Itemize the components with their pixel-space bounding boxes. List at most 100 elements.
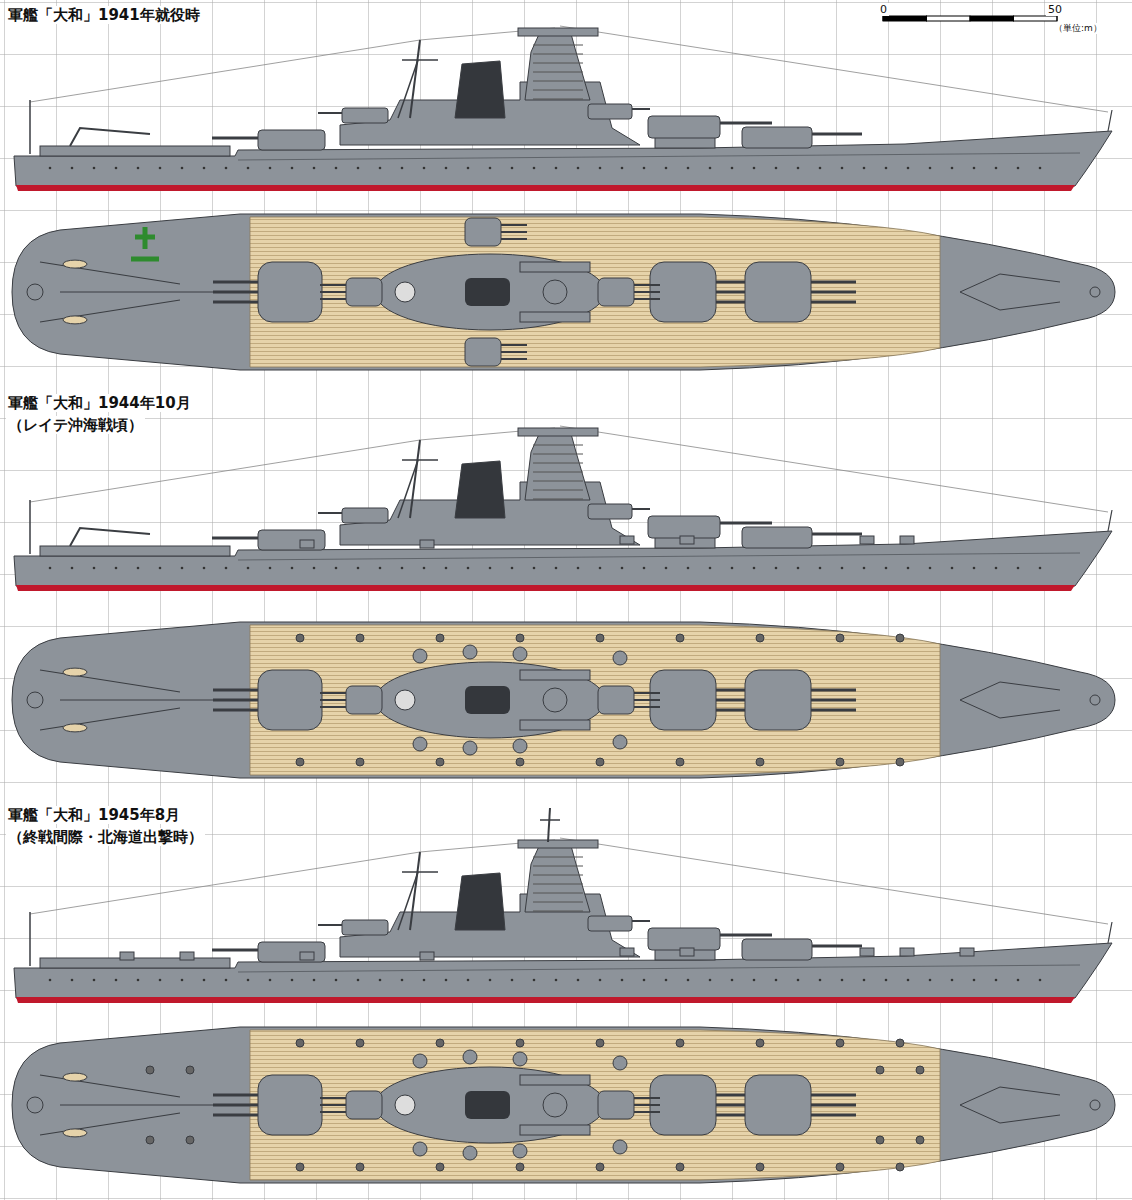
stern-deck [40,958,230,968]
mast-yard [402,871,438,873]
gun-barrel [213,689,258,692]
aa-gun [836,1163,844,1171]
porthole [863,567,866,570]
aa-mount-plan [513,647,527,661]
porthole [291,167,294,170]
porthole [93,167,96,170]
porthole [1039,979,1042,982]
gun-barrel [501,351,527,353]
aerial-wire [560,838,1108,924]
porthole [203,567,206,570]
waterline-stripe [16,585,1075,591]
secondary-turret [342,108,388,123]
porthole [335,567,338,570]
crane [70,128,150,146]
jackstaff [1108,110,1112,131]
aa-mount [300,540,314,548]
gun-barrel [501,224,527,226]
porthole [225,567,228,570]
porthole [489,167,492,170]
side-view [14,26,1112,191]
catapult-rail [40,1113,180,1135]
main-turret [742,127,812,148]
porthole [709,167,712,170]
gun-barrel [812,945,862,948]
secondary-turret-plan [465,338,501,366]
porthole [181,167,184,170]
tower-deck [533,90,583,91]
secondary-turret-plan [346,1091,382,1119]
aa-gun [186,1136,194,1144]
aa-mount [120,952,134,960]
porthole [291,567,294,570]
aa-gun [676,1039,684,1047]
jackstaff [1108,922,1112,943]
flagstaff [29,500,31,554]
porthole [819,567,822,570]
porthole [181,979,184,982]
porthole [269,167,272,170]
bridge-tower [525,430,590,500]
gun-barrel [213,291,258,294]
porthole [115,979,118,982]
tower-deck [533,490,583,491]
funnel-top [465,278,510,306]
porthole [357,567,360,570]
tower-deck [533,81,583,82]
porthole [49,979,52,982]
aa-mount [900,536,914,544]
gun-barrel [811,291,856,294]
aa-mount [180,952,194,960]
gun-barrel [213,281,258,284]
porthole [797,167,800,170]
rangefinder-arm [520,720,590,730]
view-subtitle: （終戦間際・北海道出撃時） [6,828,205,846]
gun-barrel [811,1104,856,1107]
aa-mount [420,540,434,548]
superstructure-plan [375,254,605,330]
superstructure-plan [375,1067,605,1143]
tower-deck [533,481,583,482]
aa-gun [676,634,684,642]
gun-barrel [320,298,346,300]
funnel-top [465,686,510,714]
porthole [533,979,536,982]
porthole [137,979,140,982]
view-title: 軍艦「大和」1944年10月 [6,394,193,412]
main-turret-plan [258,1075,322,1135]
porthole [863,979,866,982]
bow-fitting [1090,1100,1100,1110]
aa-gun [756,758,764,766]
aa-gun [436,758,444,766]
gun-barrel [634,284,660,286]
gun-barrel [811,1114,856,1117]
rangefinder-arm [520,670,590,680]
mast-top [395,1095,415,1115]
aa-gun [596,1163,604,1171]
scale-bar [883,12,1057,21]
tower-deck [533,72,583,73]
porthole [885,167,888,170]
porthole [1039,167,1042,170]
porthole [951,979,954,982]
gun-barrel [811,689,856,692]
boat [63,1073,87,1081]
top-view [12,622,1115,778]
porthole [445,567,448,570]
gun-barrel [320,1111,346,1113]
porthole [313,979,316,982]
aa-gun [756,1039,764,1047]
porthole [907,979,910,982]
porthole [445,979,448,982]
porthole [797,567,800,570]
aa-gun [436,634,444,642]
gun-barrel [212,537,258,540]
porthole [313,567,316,570]
porthole [819,167,822,170]
tower-deck [533,445,583,446]
wooden-deck [250,1030,940,1180]
porthole [731,567,734,570]
aa-mount-plan [413,649,427,663]
funnel [455,61,505,118]
porthole [467,567,470,570]
